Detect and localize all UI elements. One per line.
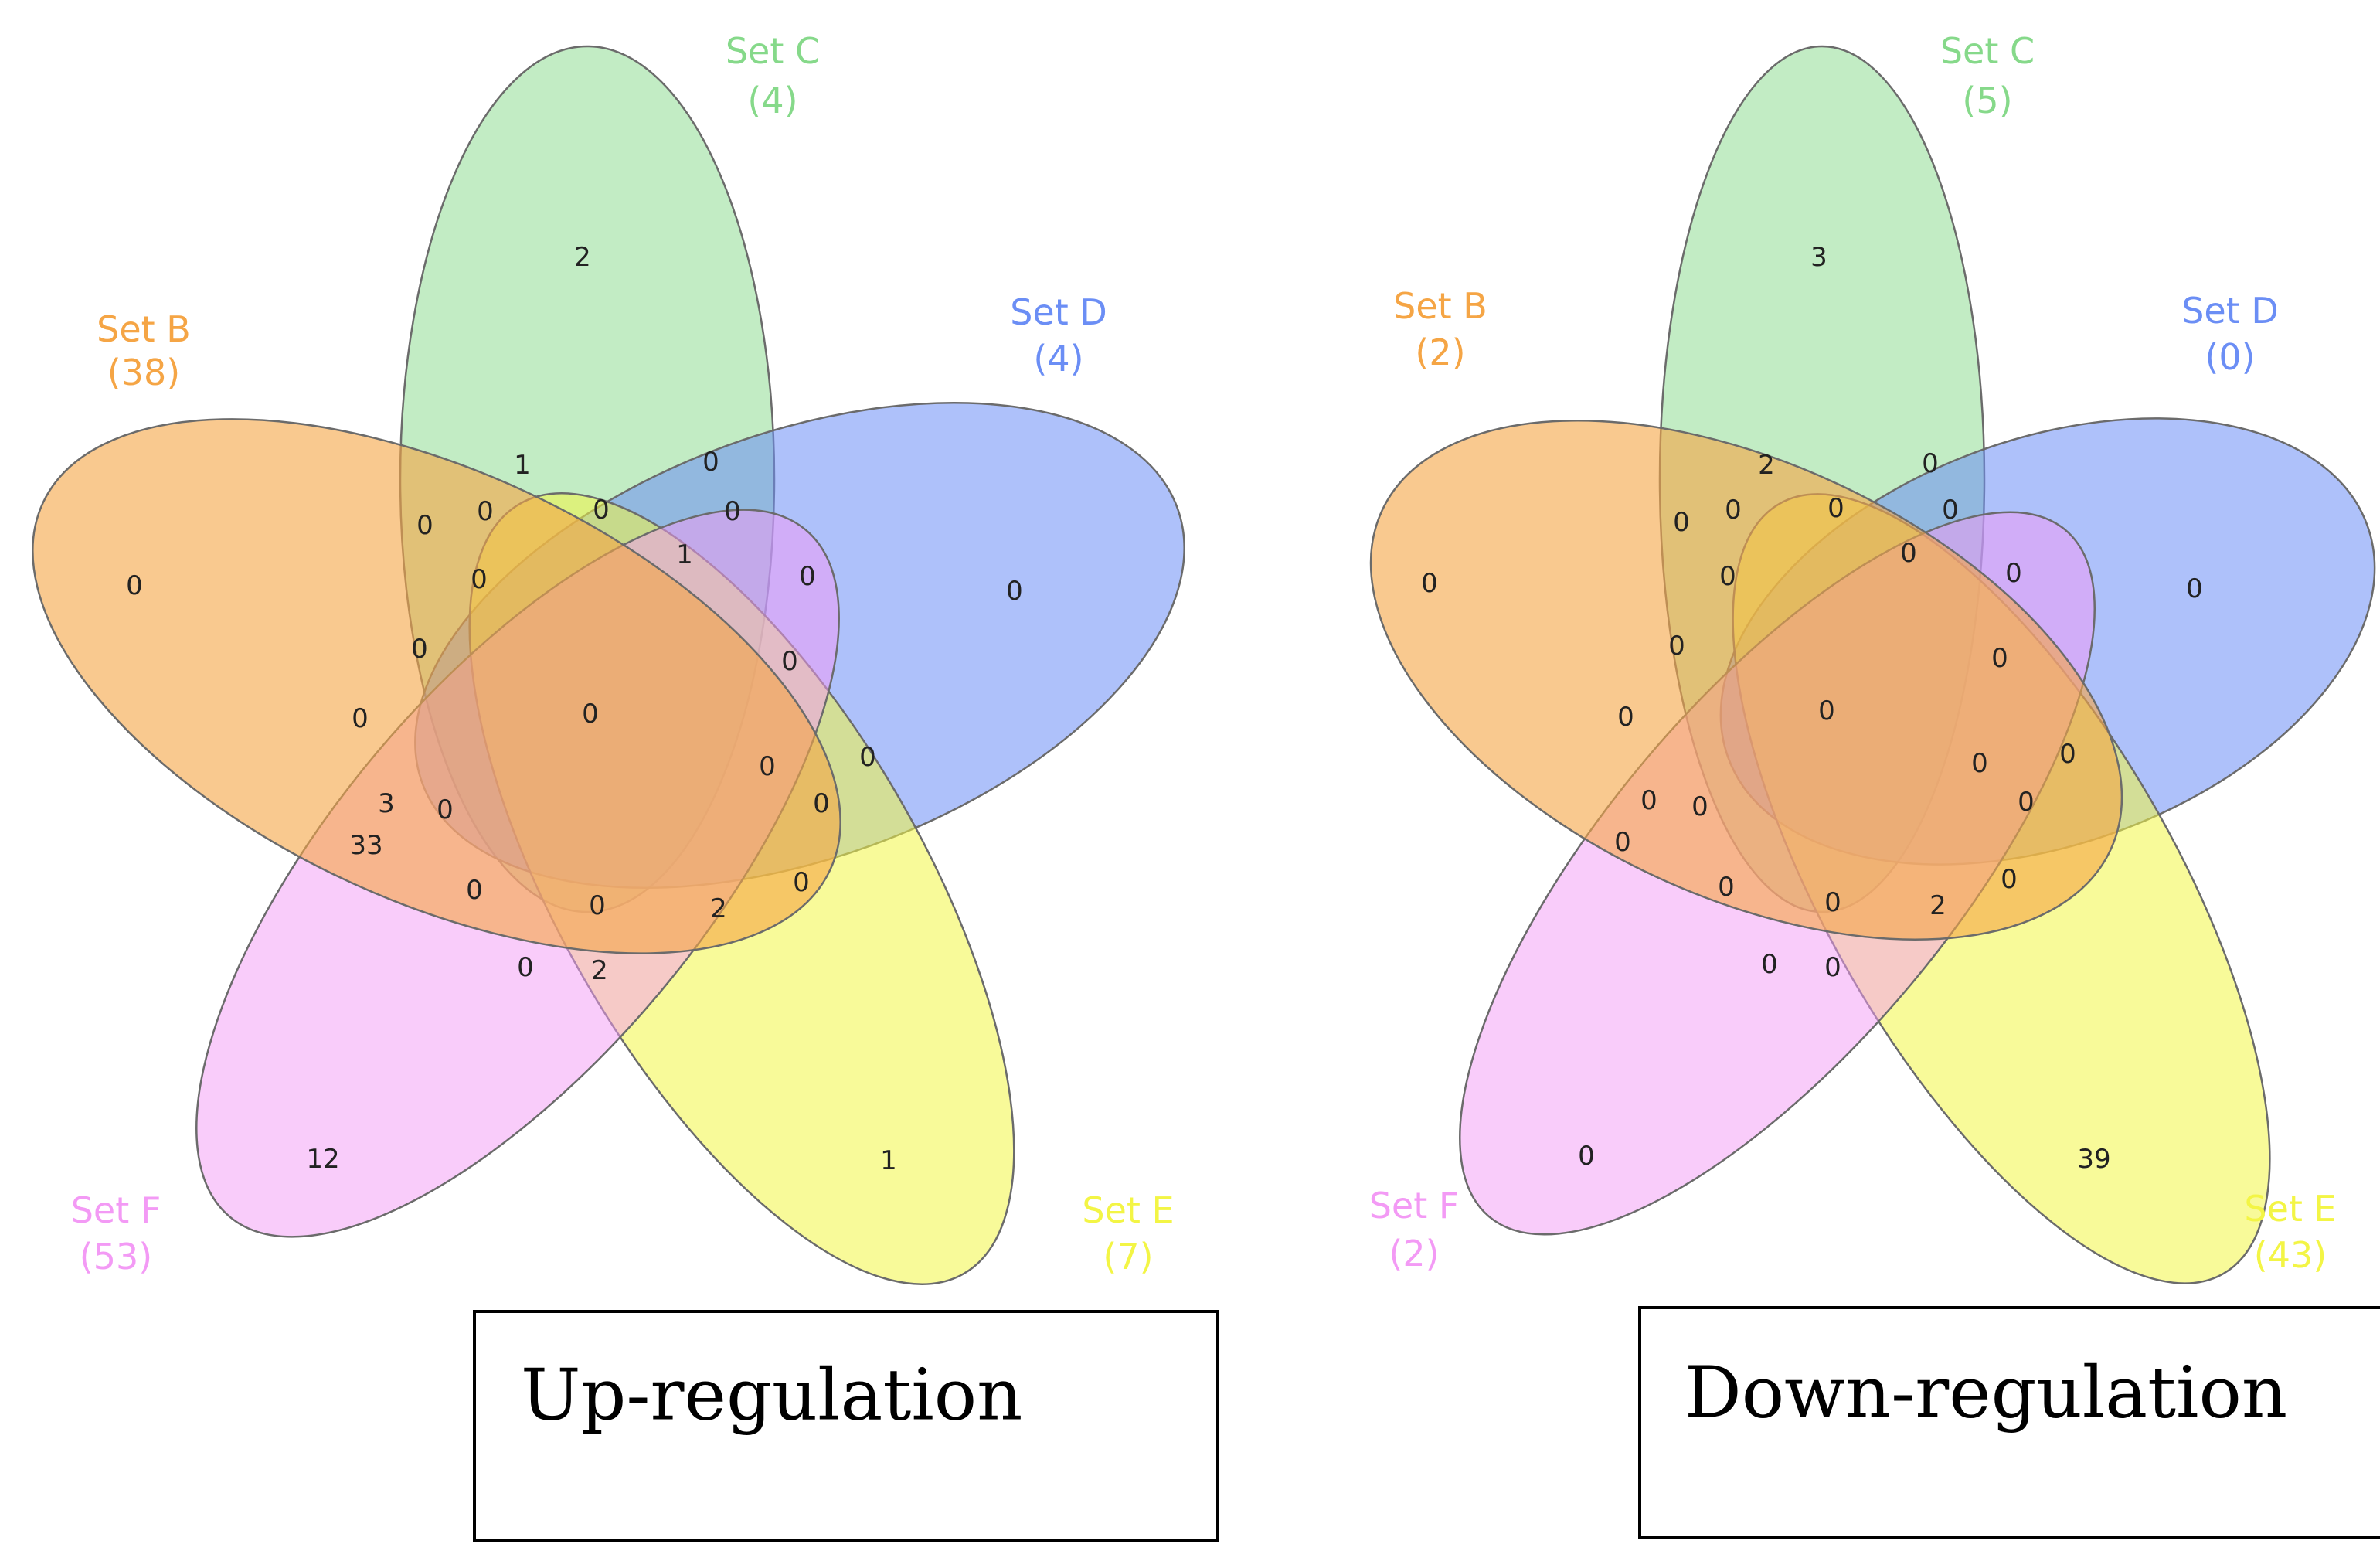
region-count: 0 <box>352 703 369 734</box>
region-count: 12 <box>306 1144 339 1175</box>
region-count: 0 <box>466 875 483 906</box>
set-c-label: Set C <box>1940 30 2035 72</box>
region-count: 0 <box>416 510 434 541</box>
region-count: 0 <box>1006 576 1023 607</box>
region-count: 0 <box>1824 952 1841 983</box>
region-count: 3 <box>1810 242 1828 273</box>
set-c-label: Set C <box>726 30 820 72</box>
region-count: 0 <box>702 447 719 478</box>
region-count: 0 <box>1578 1141 1595 1172</box>
region-count: 0 <box>471 564 488 595</box>
region-count: 3 <box>378 788 395 819</box>
set-b-ellipse <box>32 418 842 954</box>
region-count: 0 <box>781 646 798 677</box>
region-count: 0 <box>589 890 606 921</box>
region-count: 0 <box>799 561 816 592</box>
set-e-label: Set E <box>2244 1188 2336 1230</box>
region-count: 0 <box>1900 538 1917 569</box>
region-count: 39 <box>2077 1144 2110 1175</box>
region-count: 0 <box>477 496 494 527</box>
region-count: 1 <box>676 539 693 570</box>
region-count: 0 <box>126 570 143 601</box>
region-count: 33 <box>349 830 382 861</box>
set-b-count: (38) <box>107 352 180 393</box>
region-count: 0 <box>582 699 599 730</box>
set-d-count: (4) <box>1033 338 1083 379</box>
region-count: 0 <box>2001 864 2018 895</box>
set-b-count: (2) <box>1415 332 1465 373</box>
region-count: 0 <box>1692 791 1708 822</box>
set-d-label: Set D <box>1010 291 1107 333</box>
region-counts: 3 0 0 0 39 2 0 0 0 0 0 0 0 0 0 0 0 0 0 0… <box>1421 242 2203 1175</box>
region-counts: 2 0 0 12 1 1 0 0 0 0 0 1 0 0 0 0 0 0 0 0… <box>126 242 1023 1176</box>
region-count: 0 <box>2059 739 2076 770</box>
set-c-count: (4) <box>747 80 797 121</box>
region-count: 0 <box>1421 568 1438 599</box>
region-count: 0 <box>1818 696 1835 726</box>
region-count: 0 <box>1617 702 1634 733</box>
set-f-label: Set F <box>71 1189 162 1231</box>
set-f-count: (53) <box>80 1236 152 1277</box>
region-count: 0 <box>1673 507 1690 538</box>
set-b-label: Set B <box>1393 285 1488 327</box>
region-count: 0 <box>411 634 428 665</box>
region-count: 0 <box>2005 558 2022 589</box>
region-count: 0 <box>1761 949 1778 980</box>
region-count: 0 <box>2186 573 2203 604</box>
region-count: 0 <box>1971 748 1988 779</box>
region-count: 0 <box>1942 495 1959 526</box>
set-b-ellipse <box>1369 420 2123 941</box>
set-d-count: (0) <box>2205 336 2255 378</box>
set-d-label: Set D <box>2181 290 2279 332</box>
region-count: 1 <box>514 450 531 481</box>
region-count: 0 <box>1719 561 1736 592</box>
region-count: 0 <box>1668 631 1685 662</box>
region-count: 0 <box>1824 887 1841 918</box>
region-count: 0 <box>1614 827 1631 858</box>
venn-panel-down-regulation: Set C (5) Set B (2) Set D (0) Set F (2) … <box>1369 30 2380 1539</box>
region-count: 2 <box>710 893 727 924</box>
set-e-label: Set E <box>1082 1189 1174 1231</box>
caption-box <box>473 1310 1219 1542</box>
caption-down-regulation: Down-regulation <box>1685 1352 2287 1434</box>
region-count: 0 <box>813 788 830 819</box>
region-count: 0 <box>1922 448 1939 479</box>
caption-box <box>1638 1306 2380 1539</box>
venn-panel-up-regulation: Set C (4) Set B (38) Set D (4) Set F (53… <box>32 30 1219 1542</box>
set-f-label: Set F <box>1369 1185 1460 1226</box>
set-f-count: (2) <box>1389 1233 1439 1274</box>
region-count: 2 <box>1758 450 1775 481</box>
region-count: 0 <box>1725 495 1742 526</box>
region-count: 0 <box>517 952 534 983</box>
region-count: 2 <box>591 955 608 986</box>
region-count: 0 <box>1640 785 1658 816</box>
region-count: 0 <box>437 794 454 825</box>
region-count: 0 <box>793 867 810 898</box>
region-count: 0 <box>2018 787 2035 818</box>
set-e-count: (7) <box>1103 1236 1153 1277</box>
region-count: 0 <box>724 496 741 527</box>
set-c-count: (5) <box>1962 80 2012 121</box>
region-count: 0 <box>1718 872 1735 903</box>
region-count: 0 <box>859 742 876 773</box>
region-count: 2 <box>1930 890 1946 921</box>
region-count: 1 <box>880 1145 897 1176</box>
region-count: 0 <box>1991 643 2008 674</box>
region-count: 0 <box>1828 493 1844 524</box>
region-count: 0 <box>593 495 610 526</box>
region-count: 0 <box>759 751 776 782</box>
region-count: 2 <box>574 242 591 273</box>
set-e-count: (43) <box>2254 1234 2327 1276</box>
set-b-label: Set B <box>97 308 191 350</box>
caption-up-regulation: Up-regulation <box>521 1354 1022 1437</box>
